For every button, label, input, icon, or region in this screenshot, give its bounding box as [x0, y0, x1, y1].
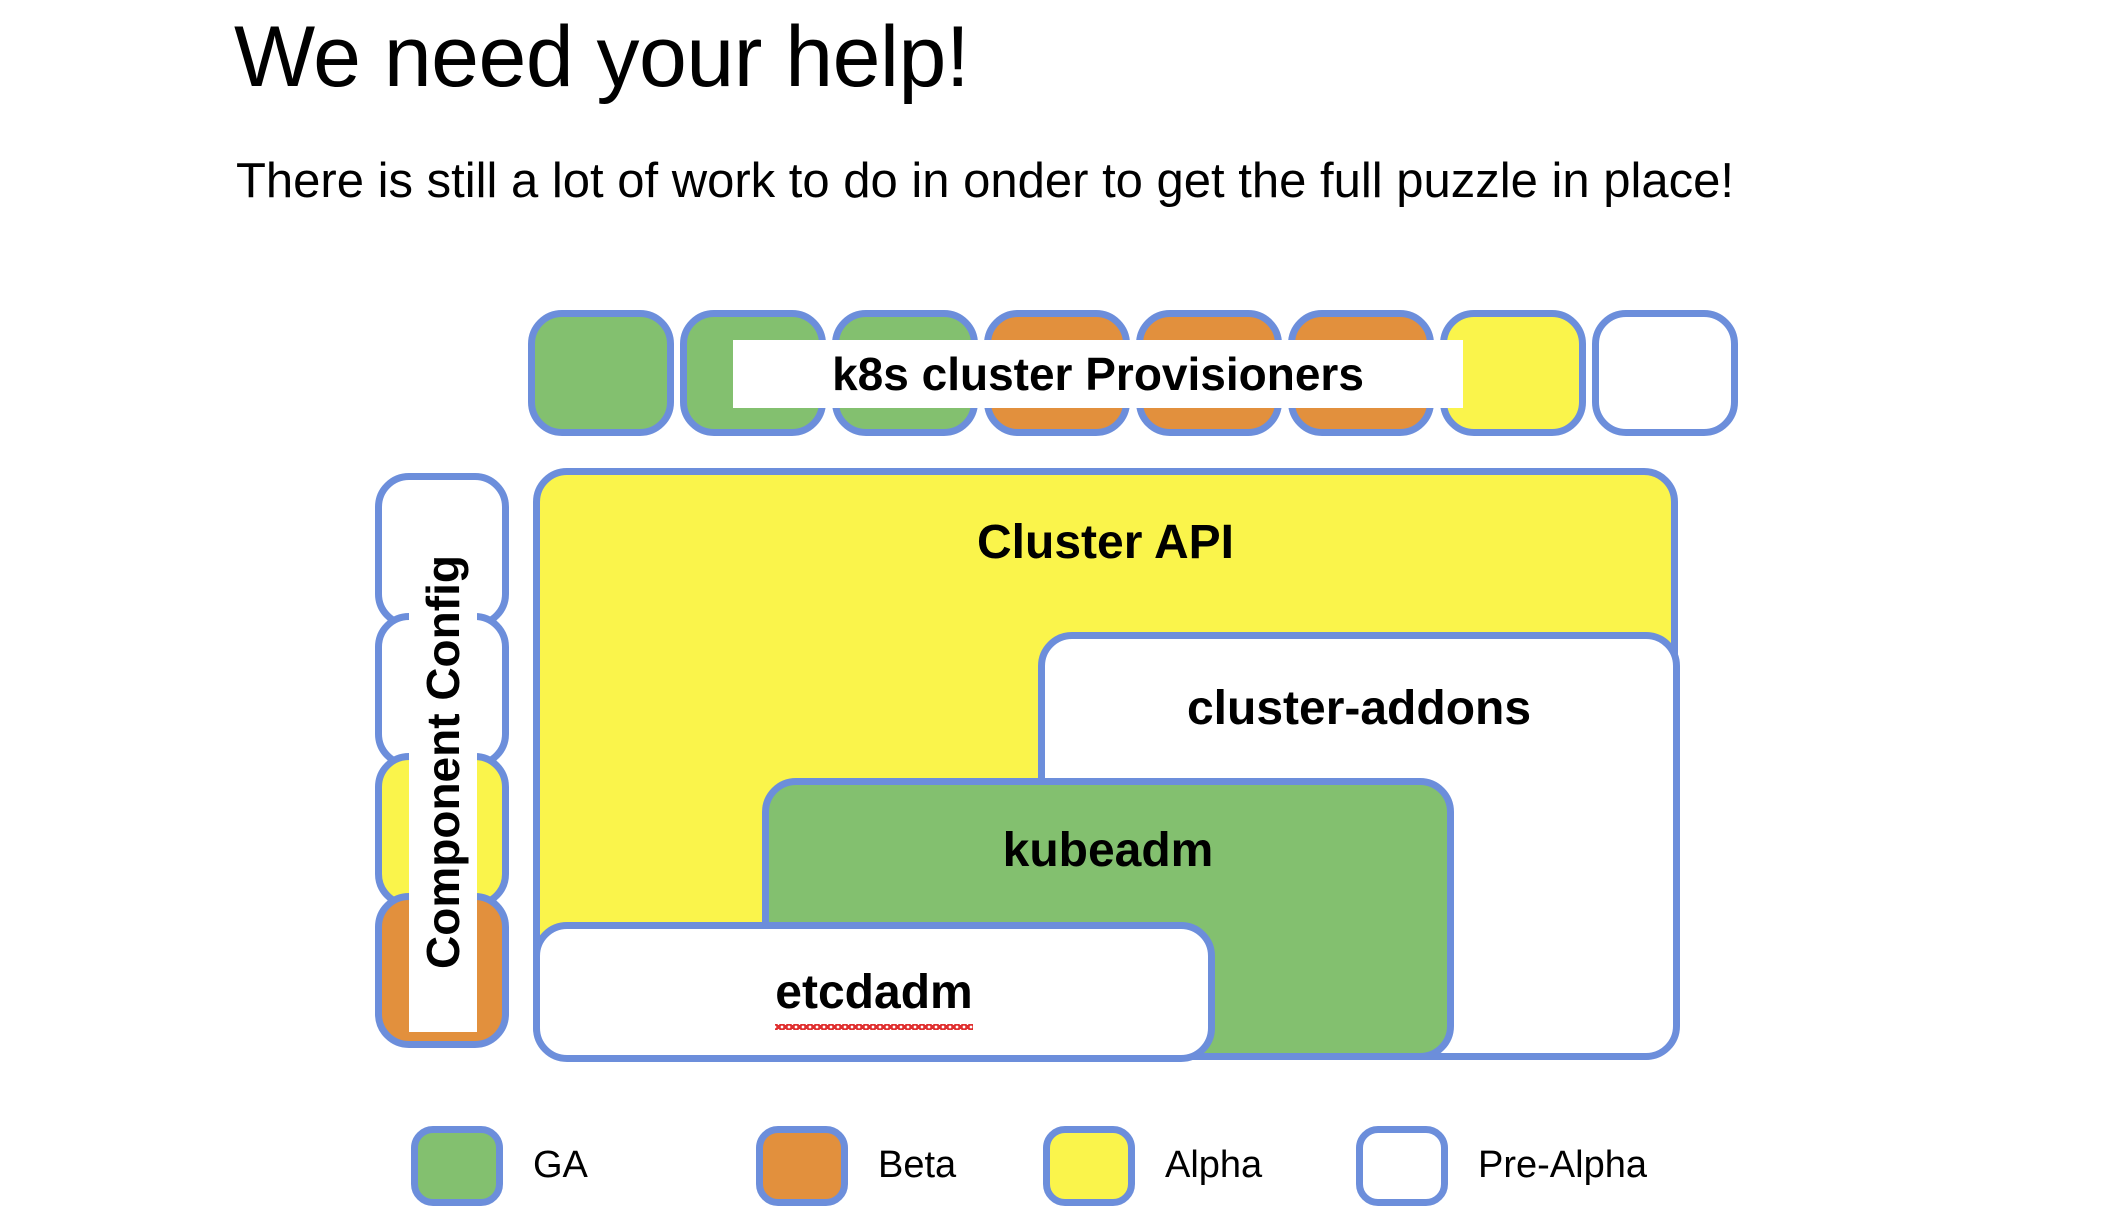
etcdadm-label: etcdadm: [775, 966, 974, 1030]
legend-label-pre-alpha: Pre-Alpha: [1478, 1144, 1647, 1186]
legend-swatch-beta: [756, 1126, 848, 1206]
provisioner-box-1[interactable]: [528, 310, 674, 436]
provisioner-banner: k8s cluster Provisioners: [733, 340, 1463, 408]
legend-label-beta: Beta: [878, 1144, 957, 1186]
legend-swatch-pre-alpha: [1356, 1126, 1448, 1206]
legend-label-ga: GA: [533, 1144, 588, 1186]
kubeadm-label: kubeadm: [1002, 824, 1214, 877]
provisioner-box-8[interactable]: [1592, 310, 1738, 436]
provisioner-banner-label: k8s cluster Provisioners: [832, 348, 1364, 400]
legend-swatch-ga: [411, 1126, 503, 1206]
page-subtitle: There is still a lot of work to do in on…: [236, 154, 1735, 208]
legend-label-alpha: Alpha: [1165, 1144, 1263, 1186]
page-title: We need your help!: [234, 9, 970, 105]
etcdadm-box[interactable]: etcdadm: [533, 922, 1215, 1062]
etcdadm-label-wrap: etcdadm: [540, 965, 1208, 1030]
component-config-banner-label: Component Config: [417, 555, 469, 969]
cluster-api-label: Cluster API: [977, 516, 1234, 569]
legend-swatch-alpha: [1043, 1126, 1135, 1206]
component-config-banner: Component Config: [409, 492, 477, 1032]
cluster-addons-label: cluster-addons: [1186, 682, 1532, 735]
